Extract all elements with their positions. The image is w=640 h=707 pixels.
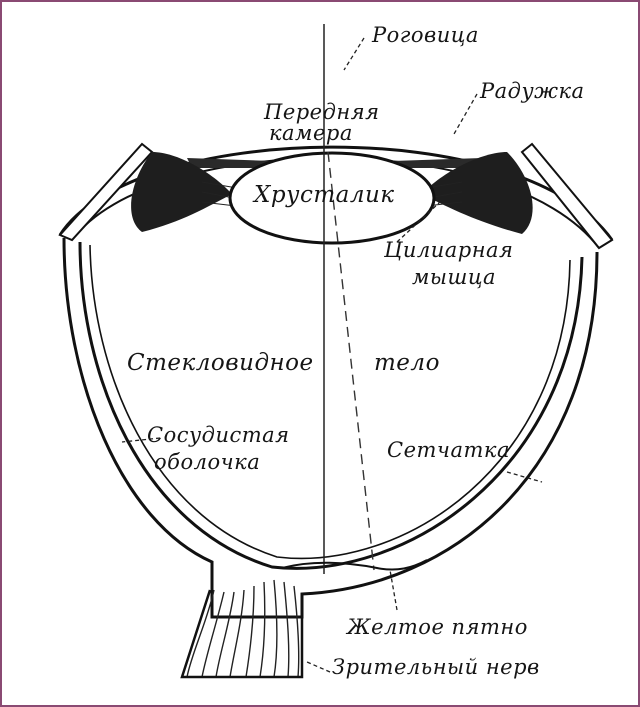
label-ciliary-2: мышца: [412, 265, 496, 289]
sclera-outline: [64, 238, 597, 617]
label-iris: Радужка: [479, 79, 585, 103]
label-choroid-1: Сосудистая: [147, 423, 290, 447]
sclera-right-edge: [522, 144, 612, 248]
label-macula: Желтое пятно: [345, 615, 528, 639]
label-retina: Сетчатка: [387, 438, 510, 462]
label-vitreous-2: тело: [374, 350, 440, 376]
label-choroid-2: оболочка: [154, 450, 260, 474]
label-ciliary-1: Цилиарная: [383, 238, 513, 262]
label-lens: Хрусталик: [252, 182, 395, 208]
label-cornea: Роговица: [371, 23, 479, 47]
optic-nerve-fibers: [187, 580, 299, 677]
label-vitreous-1: Стекловидное: [127, 350, 314, 376]
label-anterior-chamber-2: камера: [269, 121, 353, 145]
label-optic-nerve: Зрительный нерв: [332, 655, 540, 679]
